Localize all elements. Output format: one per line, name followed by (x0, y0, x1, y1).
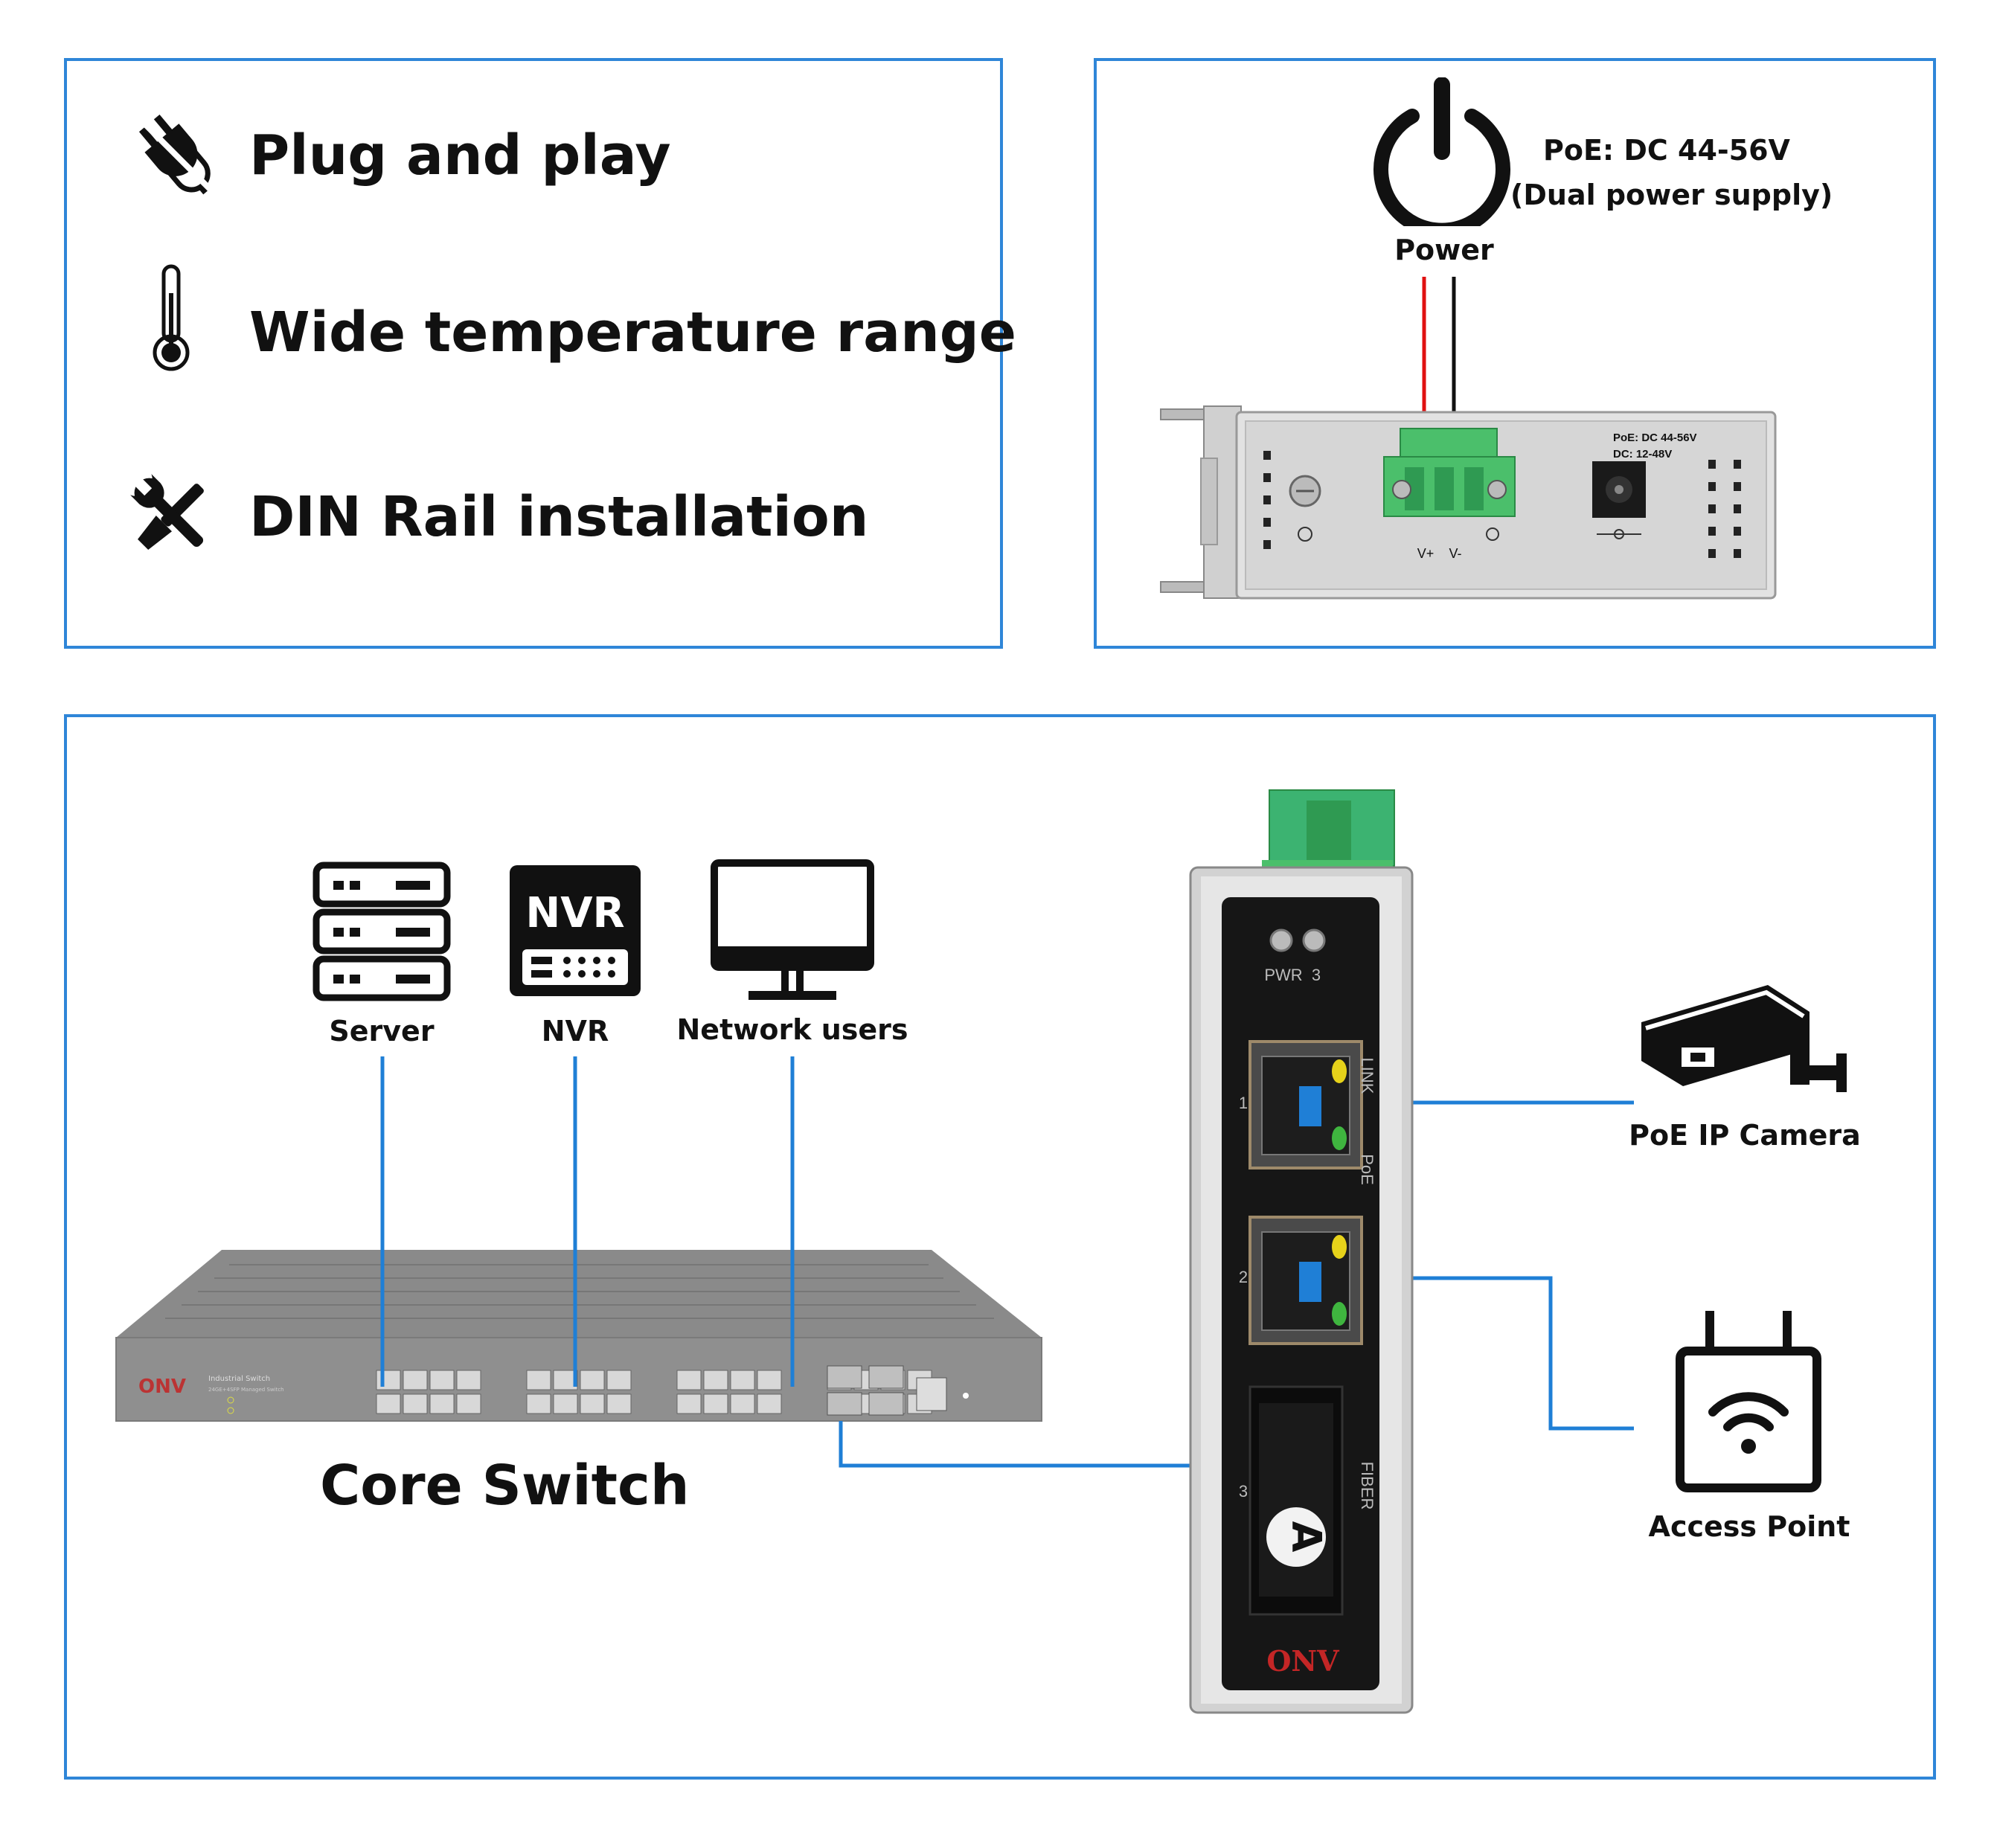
port2-number: 2 (1238, 1268, 1248, 1286)
features-panel: Plug and play Wide temperature range DIN… (64, 58, 1016, 649)
feature-din-rail-label: DIN Rail installation (249, 485, 869, 549)
access-point-icon (1676, 1311, 1821, 1492)
nvr-label: NVR (541, 1015, 609, 1047)
server-icon (312, 862, 451, 1001)
tools-icon (130, 474, 204, 550)
core-switch-sfp (827, 1365, 969, 1416)
topology-panel: Server NVR NVR Network users ONV Industr… (64, 714, 1936, 1780)
access-point-link (1348, 1276, 1634, 1431)
terminal-vminus-label: V- (1449, 546, 1462, 561)
core-switch-brand: ONV (138, 1376, 186, 1398)
poe-port-label: PoE (1358, 1154, 1376, 1185)
terminal-vplus-label: V+ (1417, 546, 1435, 561)
nvr-icon: NVR (510, 865, 641, 996)
network-users-label: Network users (676, 1013, 908, 1046)
power-icon (1373, 77, 1510, 226)
port3-number: 3 (1238, 1482, 1248, 1501)
nvr-icon-text: NVR (525, 889, 624, 937)
power-spec-line1: PoE: DC 44-56V (1543, 134, 1790, 167)
compact-switch-front (1189, 789, 1414, 1714)
feature-plug-label: Plug and play (249, 123, 671, 187)
device-note1: PoE: DC 44-56V (1613, 431, 1697, 444)
link-label: LINK (1358, 1057, 1376, 1094)
core-switch-model1: Industrial Switch (208, 1375, 270, 1383)
power-panel: Power PoE: DC 44-56V (Dual power supply) (1094, 58, 1936, 649)
led-3-label: 3 (1311, 966, 1321, 984)
feature-temperature-label: Wide temperature range (249, 301, 1016, 365)
power-spec-line2: (Dual power supply) (1510, 179, 1833, 211)
connector-lines (380, 1056, 1634, 1468)
plug-icon (138, 114, 215, 195)
poe-ip-camera-label: PoE IP Camera (1629, 1119, 1861, 1152)
fiber-link (839, 1421, 1338, 1468)
access-point-label: Access Point (1648, 1510, 1850, 1543)
port1-number: 1 (1238, 1094, 1248, 1112)
thermometer-icon (153, 264, 190, 371)
server-label: Server (329, 1015, 435, 1047)
monitor-icon (711, 859, 874, 1000)
device-note2: DC: 12-48V (1613, 448, 1673, 461)
fiber-badge: A (1283, 1521, 1330, 1553)
compact-switch-brand: ONV (1266, 1644, 1339, 1678)
switch-side-view (1160, 405, 1777, 600)
led-pwr-label: PWR (1264, 966, 1303, 984)
fiber-label: FIBER (1358, 1461, 1376, 1510)
core-switch-model2: 24GE+4SFP Managed Switch (208, 1387, 284, 1393)
power-label: Power (1394, 234, 1494, 266)
camera-icon (1641, 985, 1847, 1092)
core-switch-label: Core Switch (320, 1454, 690, 1518)
